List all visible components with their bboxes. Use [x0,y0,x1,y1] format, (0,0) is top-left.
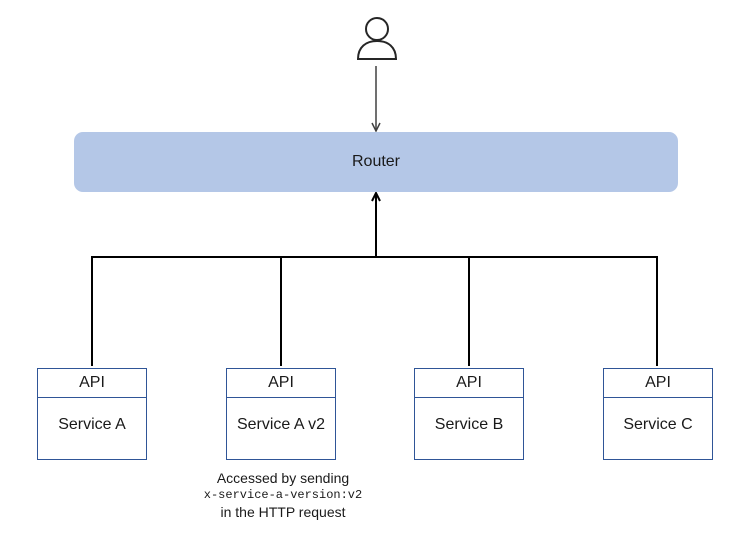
service-c-box: API Service C [603,368,713,460]
user-icon [356,17,398,60]
api-label: API [38,369,146,398]
service-a-box: API Service A [37,368,147,460]
service-connectors [91,256,658,366]
router-label: Router [351,153,401,170]
service-name: Service A [58,416,126,433]
note-line-3: in the HTTP request [220,504,346,520]
service-b-box: API Service B [414,368,524,460]
version-header-note: Accessed by sending x-service-a-version:… [180,470,386,521]
note-line-1: Accessed by sending [216,470,350,486]
service-name: Service A v2 [236,416,326,433]
api-label: API [604,369,712,398]
service-name: Service B [434,416,504,433]
service-name: Service C [623,416,693,433]
service-a-v2-box: API Service A v2 [226,368,336,460]
router-box: Router [74,132,678,192]
note-header-code: x-service-a-version:v2 [203,488,363,502]
api-label: API [227,369,335,398]
api-label: API [415,369,523,398]
